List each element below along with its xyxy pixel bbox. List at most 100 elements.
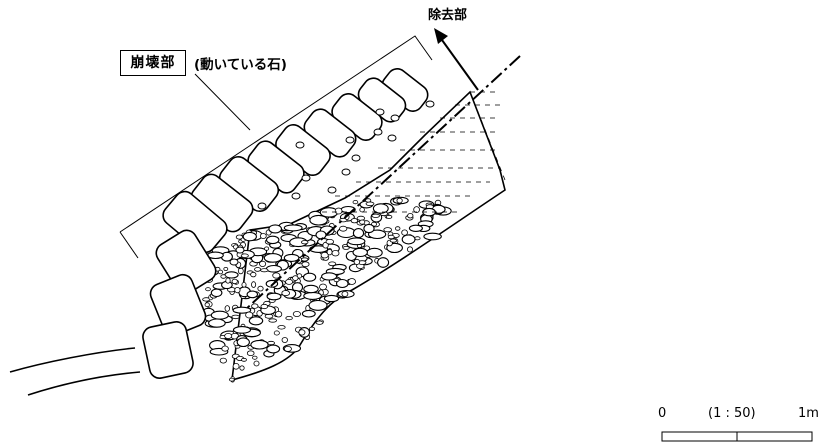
gravel-stone [274, 311, 283, 318]
gravel-stone [265, 235, 280, 245]
pebble [373, 128, 383, 136]
gravel-stone [283, 253, 300, 262]
gravel-stone [359, 219, 366, 225]
gravel-stone [210, 310, 229, 320]
pebble [425, 100, 435, 108]
removal-arrow-head [434, 28, 448, 44]
gravel-stone [236, 337, 250, 348]
gravel-stone [253, 360, 260, 367]
gravel-stone [242, 231, 257, 242]
gravel-stone [285, 278, 294, 285]
pebble [341, 168, 351, 176]
gravel-stone [259, 260, 267, 267]
collapse-part-label: 崩壊部 [130, 55, 176, 71]
gravel-stone [401, 229, 408, 236]
gravel-stone [385, 214, 393, 219]
gravel-stone [396, 197, 403, 204]
pebble [351, 154, 361, 162]
gravel-stone [239, 365, 245, 371]
gravel-stone [308, 299, 328, 311]
gravel-stone [223, 266, 229, 271]
gravel-stone [240, 253, 249, 258]
pebble [229, 258, 239, 266]
gravel-stone [204, 302, 210, 308]
gravel-stone [331, 249, 340, 257]
gravel-stone [246, 350, 255, 357]
ground-line-lower [27, 371, 141, 396]
gravel-stone [260, 268, 269, 273]
gravel-stone [232, 306, 252, 314]
gravel-stone [413, 206, 420, 214]
gravel-stone [321, 272, 338, 281]
gravel-stone [395, 226, 401, 231]
gravel-stone [408, 224, 423, 232]
gravel-stone [303, 291, 322, 300]
gravel-stone [251, 303, 259, 309]
gravel-stone [325, 238, 334, 245]
gravel-stone [389, 238, 398, 243]
gravel-stone [263, 253, 283, 263]
removal-zone-dashes [322, 91, 506, 213]
gravel-stone [315, 320, 324, 325]
gravel-stone [250, 339, 269, 350]
pebble [257, 202, 267, 210]
collapse-part-note: (動いている石) [194, 57, 287, 73]
gravel-stone [246, 290, 259, 299]
gravel-stone [406, 246, 413, 253]
gravel-stone [257, 285, 264, 292]
gravel-stone [224, 271, 239, 279]
gravel-stone [231, 278, 238, 285]
gravel-stone [423, 232, 442, 241]
gravel-stone [292, 310, 301, 317]
gravel-stone [335, 278, 349, 289]
pebble [301, 174, 311, 182]
gravel-stone [224, 305, 230, 312]
gravel-stone [315, 230, 327, 240]
scale-zero: 0 [658, 406, 667, 421]
gravel-stone [401, 234, 416, 245]
gravel-stone [208, 318, 226, 328]
gravel-stone [366, 247, 383, 258]
gravel-stone [302, 272, 317, 282]
pebble [327, 186, 337, 194]
facing-stone [142, 321, 194, 379]
removal-part-label: 除去部 [428, 8, 468, 23]
gravel-stone [266, 344, 281, 354]
pebble [387, 134, 397, 142]
pebble [375, 108, 385, 116]
gravel-stone [234, 286, 241, 294]
pebble [235, 246, 245, 254]
gravel-stone [341, 291, 349, 297]
gravel-stone [229, 377, 235, 382]
gravel-stone [383, 227, 393, 233]
gravel-stone [283, 224, 303, 232]
gravel-stone [217, 269, 224, 275]
gravel-stone [241, 357, 247, 362]
gravel-stone [319, 283, 327, 291]
gravel-stone [301, 309, 316, 318]
gravel-stone [292, 275, 299, 281]
gravel-stone [220, 274, 227, 279]
gravel-stone [250, 271, 257, 278]
gravel-stone [353, 258, 361, 265]
gravel-stone [259, 233, 267, 239]
gravel-stone [352, 247, 368, 258]
gravel-stone [221, 345, 229, 352]
gravel-stone [347, 278, 356, 285]
gravel-stone [363, 223, 375, 234]
gravel-stone [301, 261, 310, 268]
removal-boundary-line [244, 55, 521, 311]
gravel-stone [252, 355, 258, 360]
gravel-stone [371, 213, 381, 218]
pebble [390, 114, 400, 122]
gravel-stone [224, 332, 233, 339]
gravel-stone [298, 329, 306, 336]
gravel-stone [365, 201, 375, 206]
gravel-stone [277, 325, 286, 330]
collapse-bracket [119, 35, 433, 259]
gravel-stone [352, 200, 359, 205]
gravel-stone [333, 278, 340, 283]
gravel-stone [245, 311, 254, 319]
gravel-stone [377, 257, 390, 268]
loose-pebbles [229, 100, 435, 266]
